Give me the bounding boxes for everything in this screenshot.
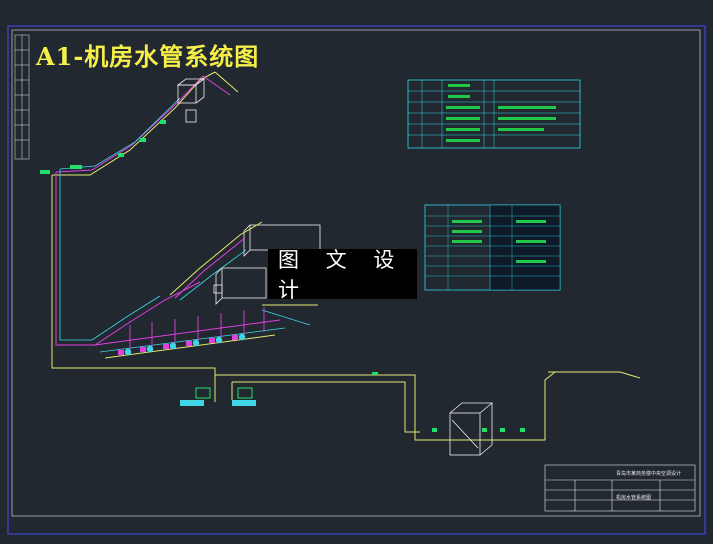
legend-table xyxy=(424,204,561,291)
title-block xyxy=(544,464,696,512)
outer-frame xyxy=(7,25,706,535)
water-pump-icon xyxy=(118,307,265,356)
drawing-title: A1-机房水管系统图 xyxy=(36,42,260,71)
middle-riser-pipes xyxy=(169,221,318,326)
water-tank-icon xyxy=(449,402,494,456)
upper-valves xyxy=(40,120,166,174)
upper-equipment xyxy=(176,78,206,123)
lower-pipes xyxy=(60,367,641,441)
upper-riser-pipes xyxy=(52,71,239,176)
binding-strip xyxy=(14,34,30,160)
inner-frame xyxy=(11,29,701,517)
valve-icon xyxy=(372,372,525,432)
watermark: 图 文 设 计 xyxy=(268,248,417,302)
pump-manifold xyxy=(94,319,286,359)
project-name: 青岛市某商务楼中央空调设计 xyxy=(616,471,682,477)
main-vertical-pipes xyxy=(51,169,201,369)
drawing-name: 机房水管系统图 xyxy=(616,495,652,501)
equipment-table xyxy=(407,79,581,149)
cooling-tower-icon xyxy=(180,387,256,406)
